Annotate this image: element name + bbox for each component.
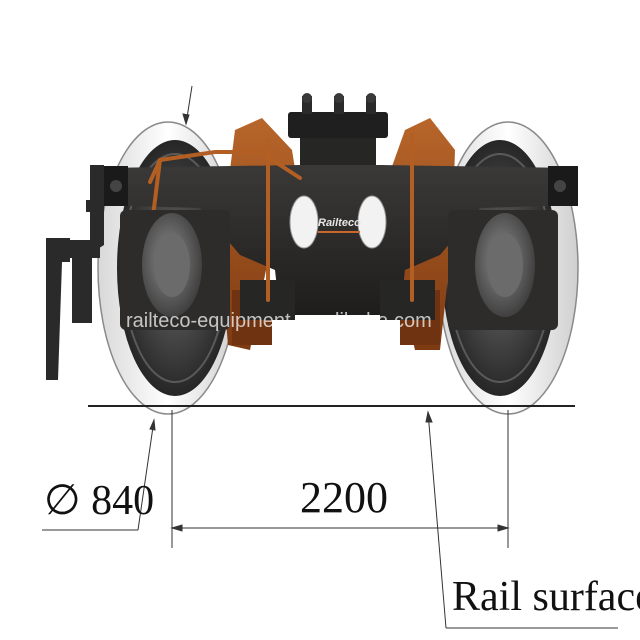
brake-piping [148, 133, 414, 302]
wheel-diameter-label: ∅ 840 [44, 478, 154, 524]
brake-lever [46, 165, 104, 380]
side-bearers [289, 195, 387, 249]
dimension-lines [42, 85, 618, 629]
right-axlebox [448, 210, 558, 330]
watermark: railteco-equipment.en.alibaba.com [126, 310, 432, 332]
rail-surface-label: Rail surface [452, 574, 640, 620]
wheelbase-label: 2200 [300, 473, 388, 522]
center-plate [288, 93, 388, 168]
left-axlebox [120, 210, 230, 330]
frame-logo: Railteco [318, 217, 361, 229]
